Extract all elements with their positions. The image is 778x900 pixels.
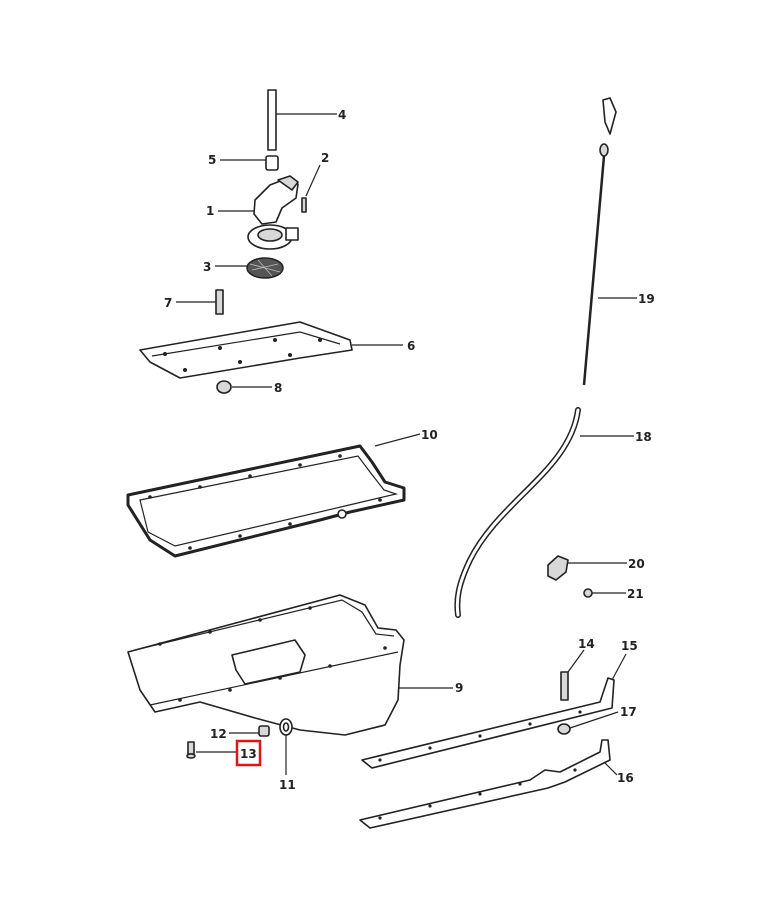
callout-17: 17 [620, 705, 637, 719]
part-gasket-nut [557, 711, 619, 735]
callout-3: 3 [203, 260, 211, 274]
part-windage-tray [139, 321, 403, 379]
callout-18: 18 [635, 430, 652, 444]
callout-6: 6 [407, 339, 415, 353]
part-oil-pump [218, 175, 299, 250]
part-tube-bushing [220, 155, 279, 171]
callout-11: 11 [279, 778, 296, 792]
part-dipstick [582, 97, 637, 386]
callout-9: 9 [455, 681, 463, 695]
part-pump-bolt [301, 164, 321, 213]
callout-14: 14 [578, 637, 595, 651]
callout-13-highlight [235, 739, 262, 767]
callout-19: 19 [638, 292, 655, 306]
callout-20: 20 [628, 557, 645, 571]
part-pickup-tube [267, 89, 337, 151]
part-drain-plug-gasket [279, 718, 293, 775]
callout-10: 10 [421, 428, 438, 442]
part-gasket-stud [560, 649, 585, 701]
part-pickup-screen [215, 257, 284, 279]
part-tray-nut [216, 380, 272, 394]
callout-21: 21 [627, 587, 644, 601]
callout-12: 12 [210, 727, 227, 741]
callout-2: 2 [321, 151, 329, 165]
part-side-gasket-right [359, 739, 618, 829]
part-side-gasket-left [361, 653, 627, 769]
callout-1: 1 [206, 204, 214, 218]
callout-16: 16 [617, 771, 634, 785]
part-clip-screw [583, 588, 626, 598]
callout-4: 4 [338, 108, 346, 122]
part-stud [176, 289, 224, 315]
callout-13: 13 [240, 747, 257, 761]
callout-15: 15 [621, 639, 638, 653]
part-one-piece-gasket [126, 433, 421, 558]
callout-7: 7 [164, 296, 172, 310]
part-dipstick-tube [454, 407, 634, 618]
callout-8: 8 [274, 381, 282, 395]
part-oil-pan [127, 594, 453, 736]
part-tube-clip [547, 555, 627, 581]
part-pan-bolt [186, 741, 238, 759]
callout-5: 5 [208, 153, 216, 167]
part-drain-plug [229, 725, 270, 737]
